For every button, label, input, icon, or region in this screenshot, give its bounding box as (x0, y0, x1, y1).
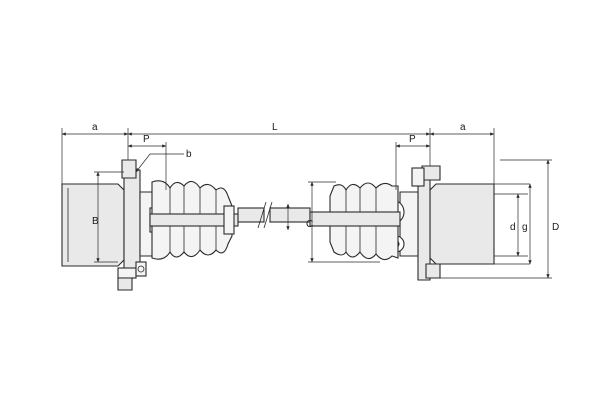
label-B: B (92, 216, 99, 227)
label-d: d (510, 222, 516, 233)
label-P-right: P (409, 134, 416, 145)
label-g: g (522, 222, 528, 233)
dim-b-leader (135, 153, 184, 173)
label-D: D (552, 222, 559, 233)
label-L: L (272, 122, 278, 133)
dimension-lines (61, 128, 552, 279)
right-assembly (309, 165, 495, 281)
center-shaft (237, 201, 311, 229)
left-bolt (117, 277, 133, 291)
left-assembly (61, 159, 239, 291)
label-a-left: a (92, 122, 98, 133)
label-b: b (186, 149, 192, 160)
right-bolt (425, 263, 441, 279)
right-inner-tube (309, 211, 401, 227)
dimension-labels: a P b L P a B C d g D (92, 122, 559, 233)
right-hub (429, 183, 495, 265)
right-yoke (399, 191, 419, 257)
label-P-left: P (143, 134, 150, 145)
left-flange (123, 169, 141, 271)
label-a-right: a (460, 122, 466, 133)
label-C: C (306, 219, 313, 230)
